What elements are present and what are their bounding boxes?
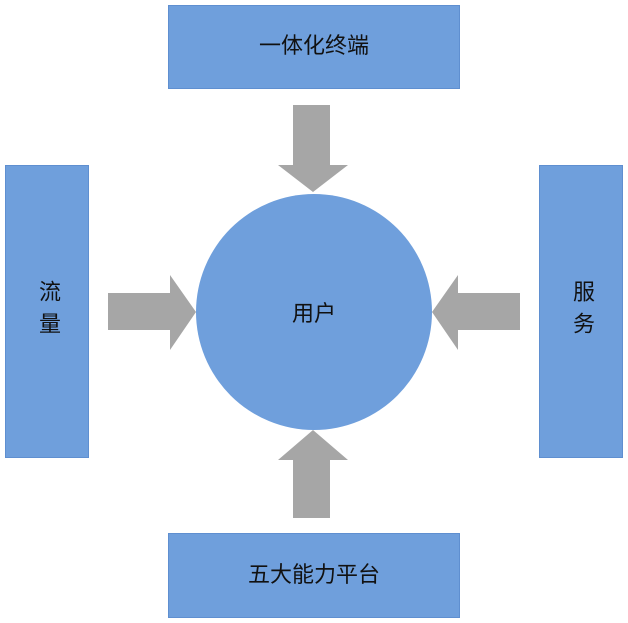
service-label: 服务: [569, 279, 594, 344]
service-box: 服务: [539, 165, 623, 458]
arrow-from-right: [432, 275, 520, 350]
traffic-label: 流量: [35, 279, 60, 344]
terminal-box: 一体化终端: [168, 5, 460, 89]
user-label: 用户: [291, 302, 336, 327]
platform-label: 五大能力平台: [247, 562, 380, 588]
arrow-from-bottom: [278, 430, 348, 518]
user-circle: 用户: [196, 194, 432, 430]
arrow-from-top: [278, 105, 348, 192]
traffic-box: 流量: [5, 165, 89, 458]
arrow-from-left: [108, 275, 196, 350]
platform-box: 五大能力平台: [168, 533, 460, 618]
terminal-label: 一体化终端: [258, 34, 369, 59]
